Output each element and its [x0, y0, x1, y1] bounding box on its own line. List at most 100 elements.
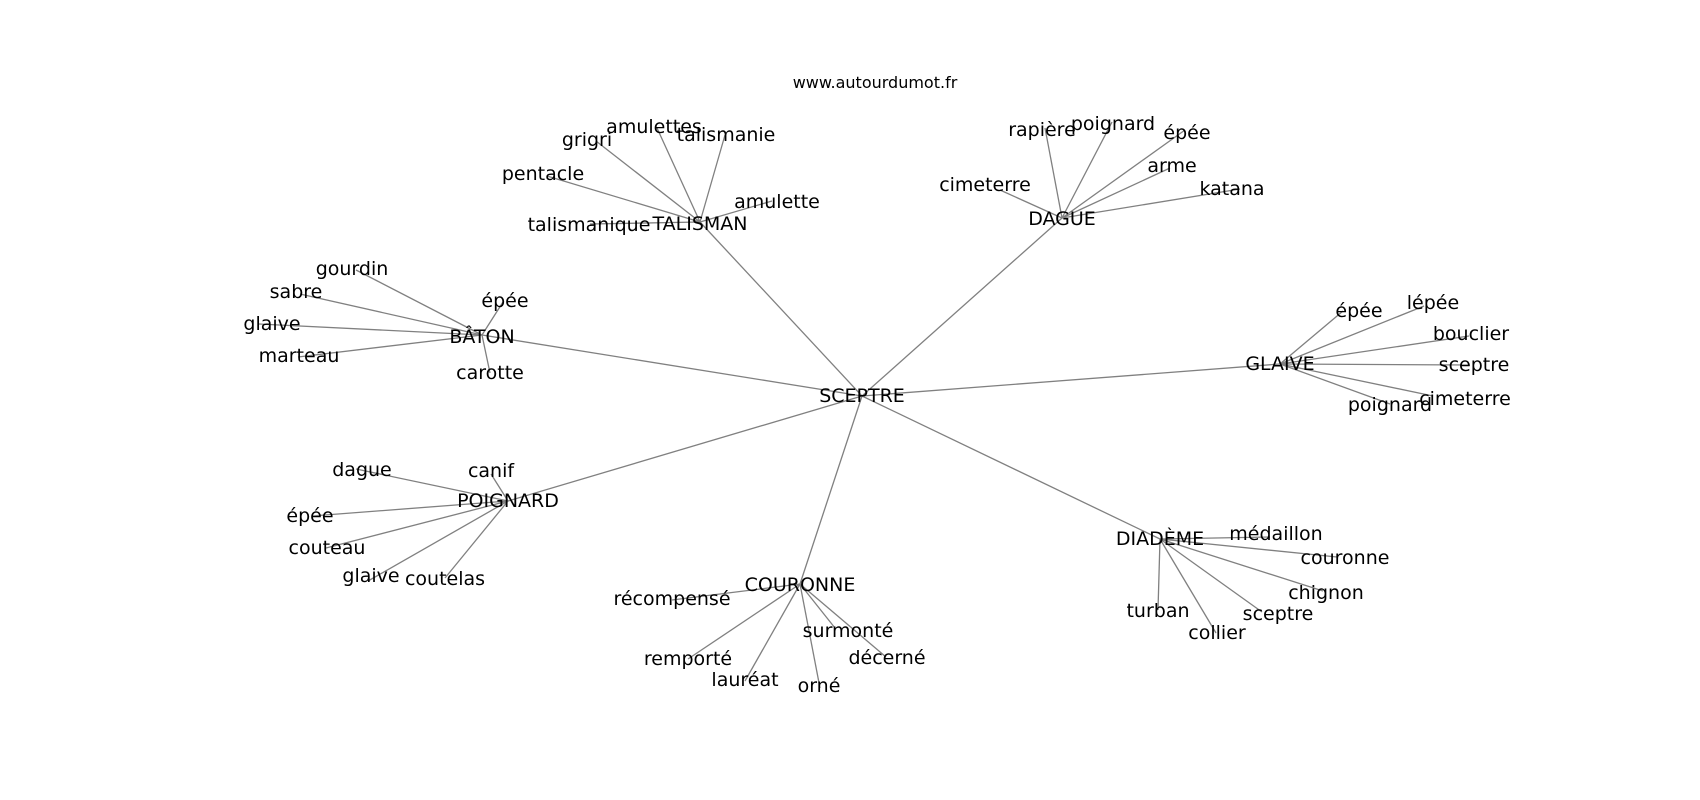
leaf-node-diademe-turban: turban — [1126, 600, 1189, 622]
hub-node-dague: DAGUE — [1028, 208, 1096, 230]
leaf-node-glaive-poignard: poignard — [1348, 394, 1432, 416]
edge-poignard-epee — [311, 500, 509, 517]
leaf-node-couronne-recompense: récompensé — [613, 588, 730, 610]
hub-node-glaive: GLAIVE — [1245, 353, 1314, 375]
leaf-node-diademe-collier: collier — [1188, 622, 1246, 644]
leaf-node-poignard-glaive: glaive — [342, 565, 399, 587]
edge-couronne-remporte — [687, 583, 801, 660]
edge-talisman-amulette — [699, 200, 773, 223]
edge-baton-gourdin — [355, 269, 483, 336]
edge-baton-carotte — [481, 334, 491, 374]
leaf-node-couronne-laureat: lauréat — [711, 669, 778, 691]
edge-glaive-poignard — [1279, 363, 1391, 405]
edge-couronne-decerne — [799, 583, 887, 658]
leaf-node-poignard-dague: dague — [332, 459, 392, 481]
leaf-node-baton-glaive: glaive — [243, 313, 300, 335]
hub-node-diademe: DIADÈME — [1116, 527, 1204, 550]
leaf-node-diademe-medaillon: médaillon — [1229, 523, 1322, 545]
leaf-node-couronne-remporte: remporté — [644, 648, 732, 670]
center-node-label: SCEPTRE — [819, 385, 905, 407]
leaf-node-talisman-amulettes: amulettes — [606, 116, 702, 138]
edge-glaive-epee — [1279, 310, 1344, 365]
leaf-node-baton-sabre: sabre — [270, 281, 323, 303]
edge-dague-cimeterre — [999, 189, 1063, 219]
edge-center-dague — [861, 217, 1063, 397]
edge-diademe-collier — [1159, 538, 1217, 634]
leaf-node-poignard-canif: canif — [468, 460, 515, 482]
edge-diademe-couronne — [1159, 538, 1338, 558]
edge-baton-marteau — [297, 334, 483, 358]
edge-couronne-laureat — [744, 583, 801, 682]
leaf-node-glaive-bouclier: bouclier — [1433, 323, 1509, 345]
hub-node-couronne: COURONNE — [745, 574, 856, 596]
leaf-node-talisman-amulette: amulette — [734, 191, 820, 213]
leaf-node-diademe-sceptre: sceptre — [1243, 603, 1314, 625]
source-url: www.autourdumot.fr — [793, 73, 958, 92]
edge-glaive-lepee — [1279, 305, 1425, 365]
edge-talisman-amulettes — [656, 127, 701, 223]
edge-baton-sabre — [299, 293, 483, 336]
edge-poignard-canif — [490, 473, 509, 502]
edge-diademe-medaillon — [1159, 536, 1271, 540]
leaf-node-couronne-orne: orné — [798, 675, 841, 697]
edge-diademe-turban — [1157, 538, 1161, 611]
edge-glaive-cimeterre — [1279, 363, 1434, 397]
hub-node-poignard: POIGNARD — [457, 490, 559, 512]
edge-talisman-talismanique — [589, 221, 701, 225]
edge-poignard-glaive — [367, 500, 509, 582]
hub-node-baton: BÂTON — [449, 325, 514, 348]
edge-center-couronne — [799, 395, 863, 585]
leaf-node-talisman-talismanie: talismanie — [677, 124, 776, 146]
leaf-node-talisman-pentacle: pentacle — [502, 163, 584, 185]
leaf-node-poignard-couteau: couteau — [289, 537, 366, 559]
edge-dague-poignard — [1061, 121, 1113, 219]
leaf-node-diademe-couronne: couronne — [1301, 547, 1390, 569]
hub-node-talisman: TALISMAN — [652, 213, 748, 235]
edge-center-talisman — [699, 221, 863, 397]
edge-diademe-chignon — [1159, 538, 1324, 592]
edge-couronne-orne — [799, 583, 821, 689]
edge-poignard-dague — [355, 468, 509, 502]
leaf-node-dague-poignard: poignard — [1071, 113, 1155, 135]
edge-talisman-pentacle — [546, 175, 701, 223]
edge-couronne-surmonte — [799, 583, 836, 629]
leaf-node-dague-arme: arme — [1147, 155, 1196, 177]
leaf-node-glaive-cimeterre: cimeterre — [1419, 388, 1511, 410]
edge-glaive-sceptre — [1279, 363, 1471, 366]
edge-couronne-recompense — [671, 583, 801, 601]
leaf-node-dague-rapiere: rapière — [1008, 119, 1076, 141]
leaf-node-glaive-sceptre: sceptre — [1439, 354, 1510, 376]
edge-baton-glaive — [258, 323, 483, 336]
leaf-node-diademe-chignon: chignon — [1288, 582, 1364, 604]
edge-poignard-coutelas — [444, 500, 509, 579]
edge-dague-arme — [1061, 167, 1171, 219]
leaf-node-baton-marteau: marteau — [259, 345, 340, 367]
edge-center-poignard — [507, 395, 863, 502]
leaf-node-talisman-talismanique: talismanique — [528, 214, 651, 236]
edge-dague-katana — [1061, 188, 1241, 219]
leaf-node-glaive-epee: épée — [1335, 300, 1382, 322]
leaf-node-poignard-coutelas: coutelas — [405, 568, 485, 590]
edge-dague-rapiere — [1044, 127, 1063, 219]
leaf-node-glaive-lepee: lépée — [1407, 292, 1459, 314]
leaf-node-dague-katana: katana — [1199, 178, 1264, 200]
edge-center-glaive — [861, 363, 1281, 397]
leaf-node-talisman-grigri: grigri — [562, 129, 612, 151]
leaf-node-couronne-surmonte: surmonté — [803, 620, 894, 642]
edge-baton-epee — [481, 301, 504, 336]
leaf-node-baton-gourdin: gourdin — [316, 258, 389, 280]
leaf-node-dague-epee: épée — [1163, 122, 1210, 144]
edge-center-diademe — [861, 395, 1161, 540]
edge-poignard-couteau — [325, 500, 509, 549]
leaf-node-baton-epee: épée — [481, 290, 528, 312]
edge-talisman-grigri — [595, 140, 701, 223]
edge-diademe-sceptre — [1159, 538, 1263, 613]
leaf-node-poignard-epee: épée — [286, 505, 333, 527]
edge-talisman-talismanie — [699, 134, 726, 223]
edge-glaive-bouclier — [1279, 335, 1470, 365]
leaf-node-baton-carotte: carotte — [456, 362, 524, 384]
leaf-node-dague-cimeterre: cimeterre — [939, 174, 1031, 196]
edge-center-baton — [481, 334, 863, 397]
leaf-node-couronne-decerne: décerné — [848, 647, 925, 669]
